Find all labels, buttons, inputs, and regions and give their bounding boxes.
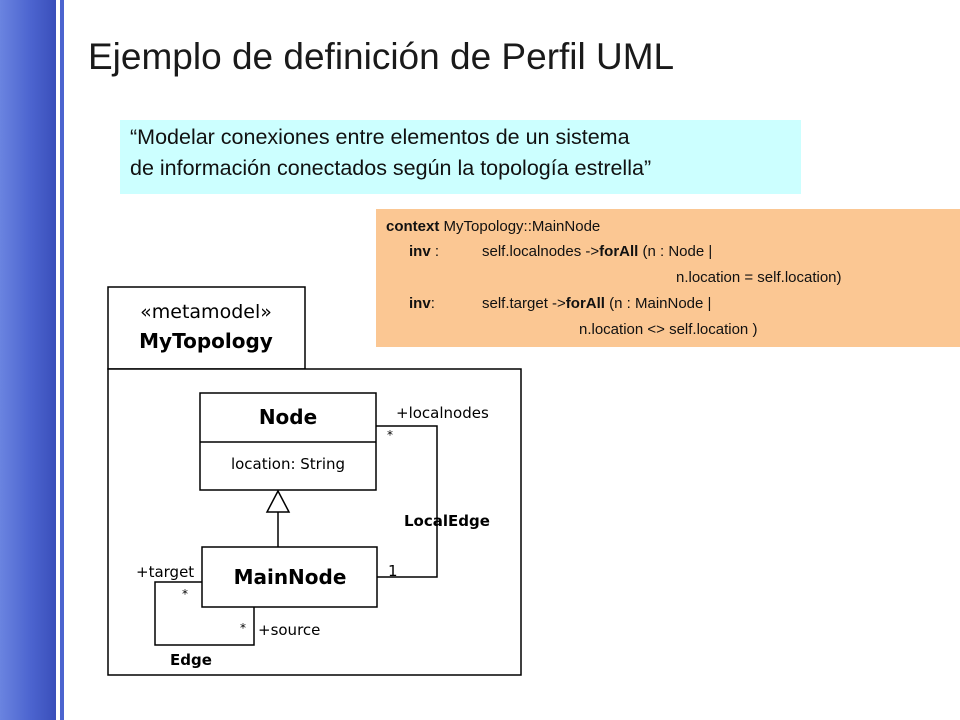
edge-association-line [154,581,255,646]
ocl-constraint-box: context MyTopology::MainNode inv : self.… [376,209,960,347]
ocl-inv1-label: inv : [409,243,439,260]
ocl-inv1-separator: : [430,243,440,260]
localedge-association-line [376,425,438,578]
ocl-inv1-args: (n : Node | [638,243,713,260]
package-stereotype: «metamodel» [140,301,272,323]
ocl-inv2-continuation: n.location <> self.location ) [579,321,758,338]
edge-source-multiplicity: * [240,621,246,635]
edge-name: Edge [170,651,212,669]
package-name: MyTopology [139,329,273,353]
localedge-role-label: +localnodes [396,404,489,422]
ocl-inv2-expression: self.target ->forAll (n : MainNode | [482,295,711,312]
package-tab [107,286,306,370]
ocl-inv2-separator: : [430,295,435,312]
ocl-inv1-continuation: n.location = self.location) [676,269,842,286]
ocl-context-name: MyTopology::MainNode [439,218,601,235]
quote-box: “Modelar conexiones entre elementos de u… [120,120,801,194]
quote-line-1: “Modelar conexiones entre elementos de u… [130,125,630,149]
ocl-inv1-operation: forAll [599,243,639,260]
ocl-inv1-expr: self.localnodes -> [482,243,600,260]
localedge-name: LocalEdge [404,512,490,530]
generalization-arrowhead [265,489,291,513]
edge-source-role: +source [258,621,320,639]
ocl-inv2-expr: self.target -> [482,295,566,312]
ocl-inv2-operation: forAll [565,295,605,312]
left-accent-bar [0,0,56,720]
ocl-inv2-args: (n : MainNode | [604,295,712,312]
node-class-attribute: location: String [231,455,345,473]
left-accent-line [60,0,64,720]
mainnode-class-box [201,546,378,608]
ocl-inv2-label: inv: [409,295,435,312]
ocl-context-keyword: context [386,218,440,235]
ocl-context-line: context MyTopology::MainNode [386,218,600,235]
ocl-inv1-keyword: inv [409,243,431,260]
node-class-name: Node [259,405,317,429]
edge-target-role: +target [136,563,194,581]
ocl-inv1-expression: self.localnodes ->forAll (n : Node | [482,243,712,260]
mainnode-class-name: MainNode [234,565,347,589]
localedge-role-multiplicity: * [387,428,393,442]
localedge-owner-multiplicity: 1 [388,562,398,580]
ocl-inv2-keyword: inv [409,295,431,312]
edge-target-multiplicity: * [182,587,188,601]
quote-line-2: de información conectados según la topol… [130,156,652,180]
slide-title: Ejemplo de definición de Perfil UML [88,36,675,77]
